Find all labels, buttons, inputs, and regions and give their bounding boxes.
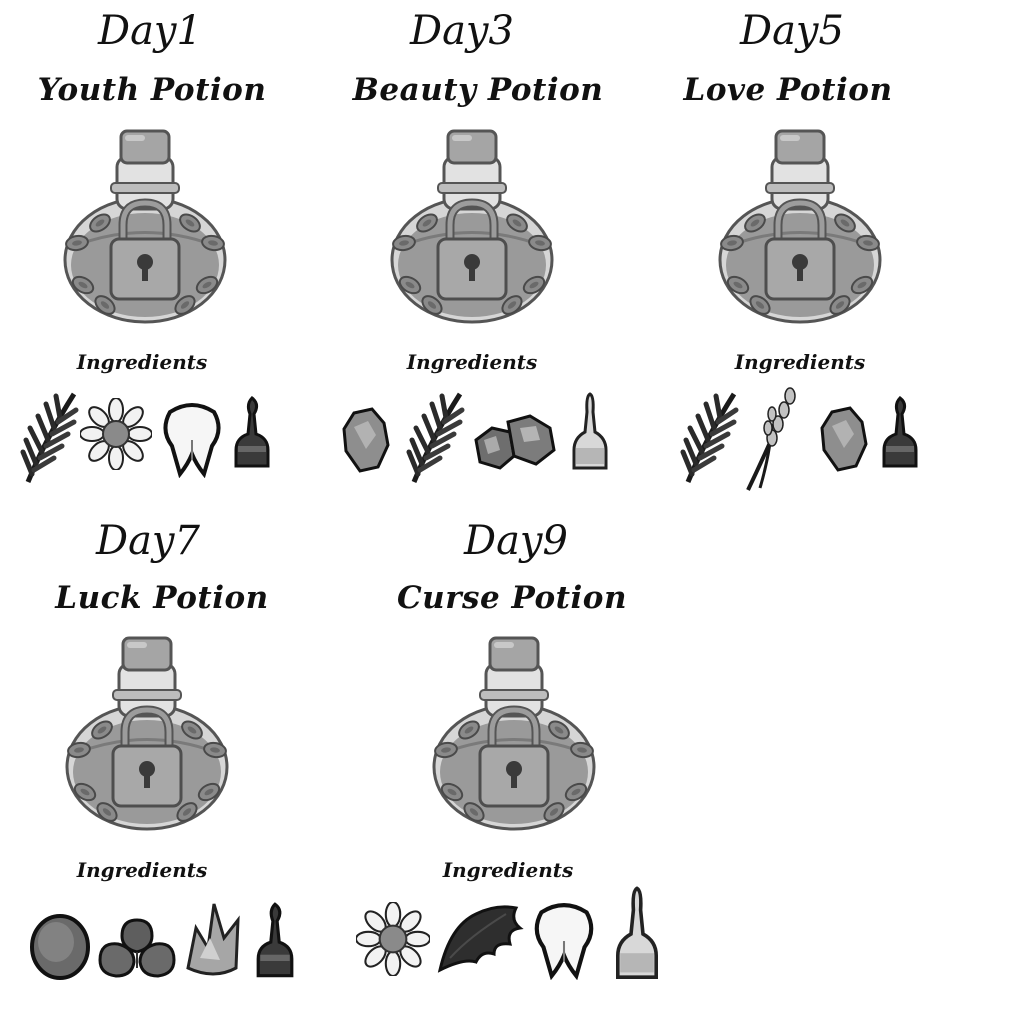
light-vial-icon [615,886,659,980]
tooth-icon [163,403,221,476]
rock-shard-icon [342,407,390,473]
daisy-flower-icon [80,398,152,470]
potion-name: Youth Potion [37,72,267,108]
potion-day: Day9 [464,518,568,564]
locked-potion-bottle-icon[interactable] [55,125,235,335]
ingredients-label: Ingredients [76,858,208,882]
bat-wing-icon [438,905,522,972]
tooth-icon [530,900,598,980]
herb-sprig-icon [406,388,466,488]
round-stone-icon [30,914,90,980]
lavender-sprig-icon [746,386,797,492]
dark-vial-icon [234,396,270,468]
ingredients-label: Ingredients [76,350,208,374]
potion-name: Curse Potion [397,580,627,616]
potion-name: Luck Potion [55,580,269,616]
potion-name: Love Potion [683,72,893,108]
daisy-flower-icon [356,902,430,976]
ingredients-label: Ingredients [442,858,574,882]
potion-day: Day3 [410,8,514,54]
locked-potion-bottle-icon[interactable] [382,125,562,335]
ingredients-label: Ingredients [734,350,866,374]
locked-potion-bottle-icon[interactable] [710,125,890,335]
rock-shard-icon [820,406,868,472]
locked-potion-bottle-icon[interactable] [424,632,604,842]
herb-sprig-icon [680,388,740,488]
ingredients-label: Ingredients [406,350,538,374]
potion-day: Day1 [98,8,202,54]
potion-name: Beauty Potion [352,72,604,108]
clover-leaf-icon [98,918,176,978]
light-vial-icon [572,392,608,470]
dark-vial-icon [256,902,294,978]
crystal-cluster-icon [186,902,240,976]
gems-pile-icon [474,414,556,470]
locked-potion-bottle-icon[interactable] [57,632,237,842]
dark-vial-icon [882,396,918,468]
potion-day: Day7 [96,518,200,564]
herb-sprig-icon [20,388,80,488]
potion-day: Day5 [740,8,844,54]
